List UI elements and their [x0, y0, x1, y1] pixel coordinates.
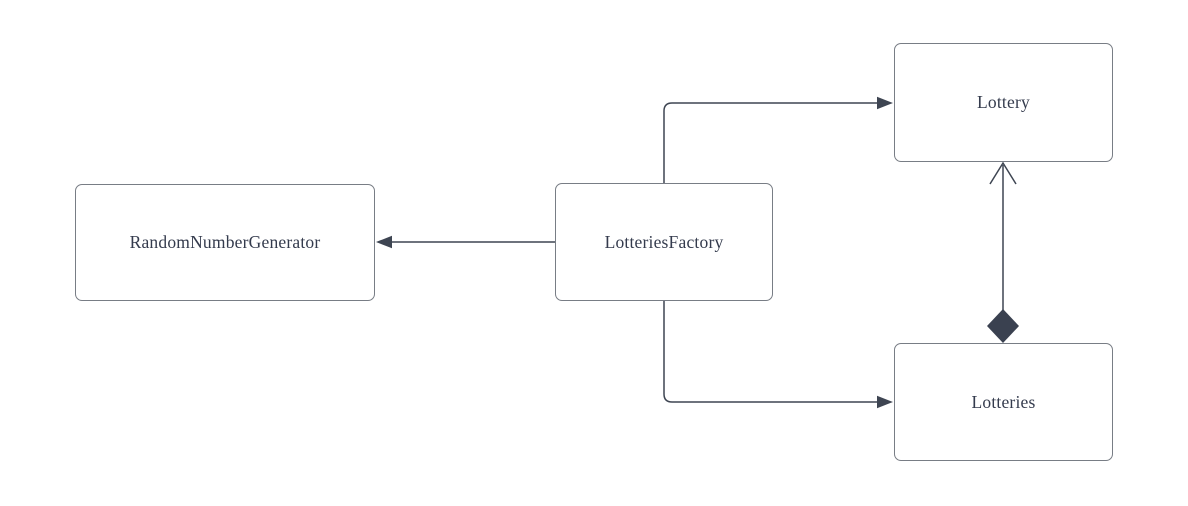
node-lotteries-factory[interactable]: LotteriesFactory	[555, 183, 773, 301]
edge-factory-to-lotteries[interactable]	[663, 301, 893, 409]
edge-factory-to-rng[interactable]	[376, 235, 555, 249]
open-arrowhead-up-icon	[989, 161, 1017, 185]
filled-arrowhead-right-icon	[877, 395, 893, 409]
edge-lotteries-to-lottery-composition[interactable]	[987, 161, 1019, 343]
node-lotteries[interactable]: Lotteries	[894, 343, 1113, 461]
node-label: Lotteries	[971, 391, 1036, 412]
node-random-number-generator[interactable]: RandomNumberGenerator	[75, 184, 375, 301]
composition-diamond-icon	[987, 309, 1019, 343]
node-label: Lottery	[977, 92, 1030, 112]
node-lottery[interactable]: Lottery	[894, 43, 1113, 162]
edge-factory-to-lottery[interactable]	[663, 96, 893, 183]
filled-arrowhead-right-icon	[877, 96, 893, 110]
filled-arrowhead-left-icon	[376, 235, 392, 249]
node-label: RandomNumberGenerator	[129, 232, 321, 252]
node-label: LotteriesFactory	[604, 231, 724, 252]
